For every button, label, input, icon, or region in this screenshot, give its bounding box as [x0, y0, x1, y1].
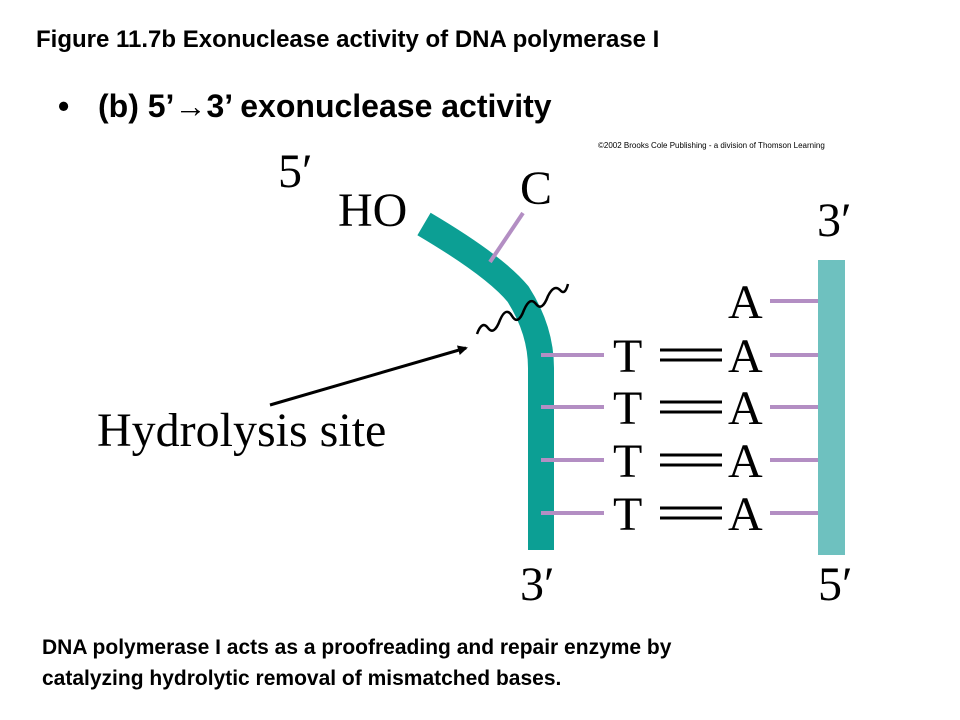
- right-bottom-end-label: 5′: [818, 558, 853, 611]
- bullet-text: (b) 5’→3’ exonuclease activity: [98, 88, 552, 124]
- left-base-label: T: [613, 330, 642, 383]
- right-base-label: A: [728, 435, 763, 488]
- figure-title: Figure 11.7b Exonuclease activity of DNA…: [36, 26, 660, 53]
- right-base-label: A: [728, 330, 763, 383]
- left-base-label: T: [613, 488, 642, 541]
- right-strand: [818, 260, 845, 555]
- right-base-label: A: [728, 488, 763, 541]
- caption: DNA polymerase I acts as a proofreading …: [42, 632, 922, 694]
- left-bottom-end-label: 3′: [520, 558, 555, 611]
- copyright-notice: ©2002 Brooks Cole Publishing - a divisio…: [598, 141, 825, 150]
- left-top-end-label: 5′: [278, 145, 313, 198]
- left-base-label: T: [613, 435, 642, 488]
- mismatched-base-stick: [488, 211, 525, 264]
- right-base-label: A: [728, 382, 763, 435]
- hydroxyl-label: HO: [338, 184, 407, 237]
- bullet-symbol: •: [58, 88, 70, 124]
- left-base-label: T: [613, 382, 642, 435]
- left-strand: [417, 212, 554, 550]
- right-base-label: A: [728, 276, 763, 329]
- hydrolysis-bond-wave: [475, 283, 570, 335]
- caption-line-2: catalyzing hydrolytic removal of mismatc…: [42, 667, 562, 690]
- hydrolysis-site-label: Hydrolysis site: [97, 404, 386, 457]
- caption-line-1: DNA polymerase I acts as a proofreading …: [42, 636, 672, 659]
- hydrolysis-arrow: [269, 345, 468, 407]
- mismatched-base-label: C: [520, 162, 552, 215]
- right-top-end-label: 3′: [817, 194, 852, 247]
